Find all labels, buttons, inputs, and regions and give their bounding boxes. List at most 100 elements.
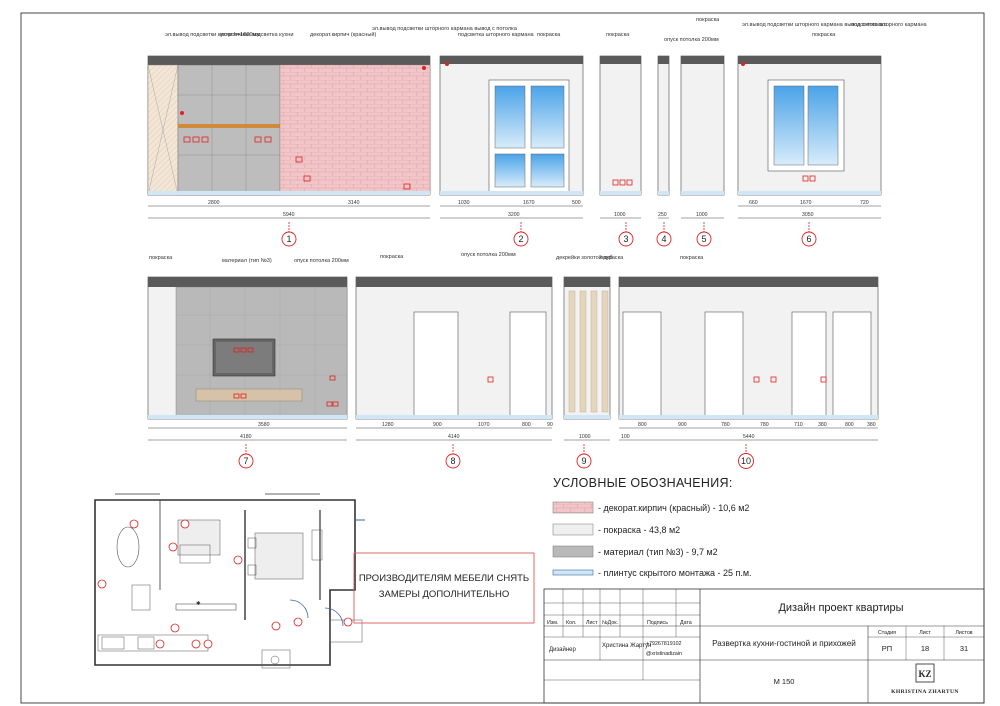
dim-8c: 1070 bbox=[478, 422, 490, 428]
logo-icon bbox=[915, 663, 935, 683]
dim-2b: 1670 bbox=[523, 200, 535, 206]
dim-8e: 90 bbox=[547, 422, 553, 428]
dim-10j: 5440 bbox=[743, 434, 755, 440]
dim-7a: 3580 bbox=[258, 422, 270, 428]
tb-project-title: Дизайн проект квартиры bbox=[778, 602, 903, 614]
tb-logo: KZ bbox=[918, 669, 931, 679]
label-9b: покраска bbox=[600, 255, 624, 261]
label-6c: подсветка шторного кармана bbox=[851, 22, 928, 28]
svg-text:✱: ✱ bbox=[196, 600, 201, 607]
tb-sheet-label: Лист bbox=[919, 630, 931, 636]
legend-swatch-brick bbox=[552, 501, 594, 514]
dim-7b: 4180 bbox=[240, 434, 252, 440]
label-1a: эл.вывод подсветки кухни h=1600мм bbox=[165, 32, 260, 38]
dim-6b: 1670 bbox=[800, 200, 812, 206]
legend-swatch-material bbox=[552, 545, 594, 558]
marker-5[interactable]: 5 bbox=[696, 222, 712, 247]
dim-10h: 800 bbox=[845, 422, 854, 428]
legend-swatch-plinth bbox=[552, 569, 594, 576]
tb-header-date: Дата bbox=[680, 620, 692, 626]
tb-insta: @xristinadizain bbox=[646, 651, 682, 657]
tb-stage: РП bbox=[882, 644, 892, 653]
label-1d: эл.вывод подсветки шторного кармана выво… bbox=[372, 26, 518, 32]
dim-10a: 100 bbox=[621, 434, 630, 440]
marker-7[interactable]: 7 bbox=[238, 444, 254, 469]
label-9a: декрейки золотой дуб bbox=[556, 254, 613, 261]
label-8a: покраска bbox=[380, 254, 404, 260]
tb-sheet-title: Развертка кухни-гостиной и прихожей bbox=[712, 639, 856, 648]
marker-7-label: 7 bbox=[243, 456, 248, 466]
legend-item-plinth: - плинтус скрытого монтажа - 25 п.м. bbox=[598, 568, 752, 578]
label-2a: подсветка шторного кармана bbox=[458, 32, 535, 38]
marker-10-label: 10 bbox=[741, 456, 751, 466]
dim-9: 1000 bbox=[579, 434, 591, 440]
elevation-1 bbox=[147, 55, 431, 196]
tb-sheets: 31 bbox=[960, 644, 968, 653]
dim-10g: 380 bbox=[818, 422, 827, 428]
elevation-3 bbox=[599, 55, 642, 196]
elevation-2 bbox=[439, 55, 584, 196]
dim-6a: 660 bbox=[749, 200, 758, 206]
label-10: покраска bbox=[680, 255, 704, 261]
marker-2-label: 2 bbox=[518, 234, 523, 244]
tb-header-list: Лист bbox=[586, 620, 598, 626]
marker-2[interactable]: 2 bbox=[513, 222, 529, 247]
elevation-4 bbox=[657, 55, 670, 196]
floor-plan: ✱ bbox=[94, 493, 365, 669]
label-6a: эл.вывод подсветки шторного кармана выво… bbox=[742, 22, 888, 28]
marker-6-label: 6 bbox=[806, 234, 811, 244]
marker-10[interactable]: 10 bbox=[738, 444, 754, 469]
label-7c: опуск потолка 200мм bbox=[294, 258, 349, 264]
tb-sheets-label: Листов bbox=[955, 630, 972, 636]
tb-header-doc: №Док. bbox=[602, 620, 618, 626]
elevation-9 bbox=[563, 276, 611, 420]
elevation-7 bbox=[147, 276, 348, 420]
marker-1[interactable]: 1 bbox=[281, 222, 297, 247]
marker-1-label: 1 bbox=[286, 234, 291, 244]
dim-4: 250 bbox=[658, 212, 667, 218]
marker-8[interactable]: 8 bbox=[445, 444, 461, 469]
legend-swatch-paint bbox=[552, 523, 594, 536]
label-1c: декорат.кирпич (красный) bbox=[310, 31, 376, 38]
label-1b: встроенная подсветка кухни bbox=[220, 32, 294, 38]
dim-5: 1000 bbox=[696, 212, 708, 218]
elevation-6 bbox=[737, 55, 882, 196]
tb-header-kol: Кол. bbox=[566, 620, 576, 626]
dim-10b: 800 bbox=[638, 422, 647, 428]
dim-8f: 4140 bbox=[448, 434, 460, 440]
label-3: покраска bbox=[606, 32, 630, 38]
tb-role: Дизайнер bbox=[549, 646, 577, 653]
dim-1a: 2800 bbox=[208, 200, 220, 206]
marker-4[interactable]: 4 bbox=[656, 222, 672, 247]
dim-1b: 3140 bbox=[348, 200, 360, 206]
legend-item-brick: - декорат.кирпич (красный) - 10,6 м2 bbox=[598, 503, 749, 513]
elevation-5 bbox=[680, 55, 725, 196]
label-7b: материал (тип №3) bbox=[222, 258, 272, 264]
marker-9[interactable]: 9 bbox=[576, 444, 592, 469]
sheet-frame bbox=[20, 12, 985, 704]
tb-brand: KHRISTINA ZHARTUN bbox=[891, 689, 959, 695]
label-7a: покраска bbox=[149, 255, 173, 261]
marker-8-label: 8 bbox=[450, 456, 455, 466]
marker-6[interactable]: 6 bbox=[801, 222, 817, 247]
label-5: покраска bbox=[696, 17, 720, 23]
label-8b: опуск потолка 200мм bbox=[461, 252, 516, 258]
tb-sheet: 18 bbox=[921, 644, 929, 653]
marker-4-label: 4 bbox=[661, 234, 666, 244]
dim-2d: 3200 bbox=[508, 212, 520, 218]
dim-1c: 5940 bbox=[283, 212, 295, 218]
elevation-8 bbox=[355, 276, 553, 420]
dim-10f: 710 bbox=[794, 422, 803, 428]
dim-10e: 780 bbox=[760, 422, 769, 428]
dim-8b: 900 bbox=[433, 422, 442, 428]
dim-10d: 780 bbox=[721, 422, 730, 428]
marker-3-label: 3 bbox=[623, 234, 628, 244]
marker-9-label: 9 bbox=[581, 456, 586, 466]
note-line-2: ЗАМЕРЫ ДОПОЛНИТЕЛЬНО bbox=[379, 589, 509, 600]
tb-header-sign: Подпись bbox=[647, 620, 668, 626]
tb-scale: М 150 bbox=[774, 677, 795, 686]
tb-designer: Христина Жартун bbox=[602, 643, 651, 649]
dim-8a: 1280 bbox=[382, 422, 394, 428]
marker-3[interactable]: 3 bbox=[618, 222, 634, 247]
